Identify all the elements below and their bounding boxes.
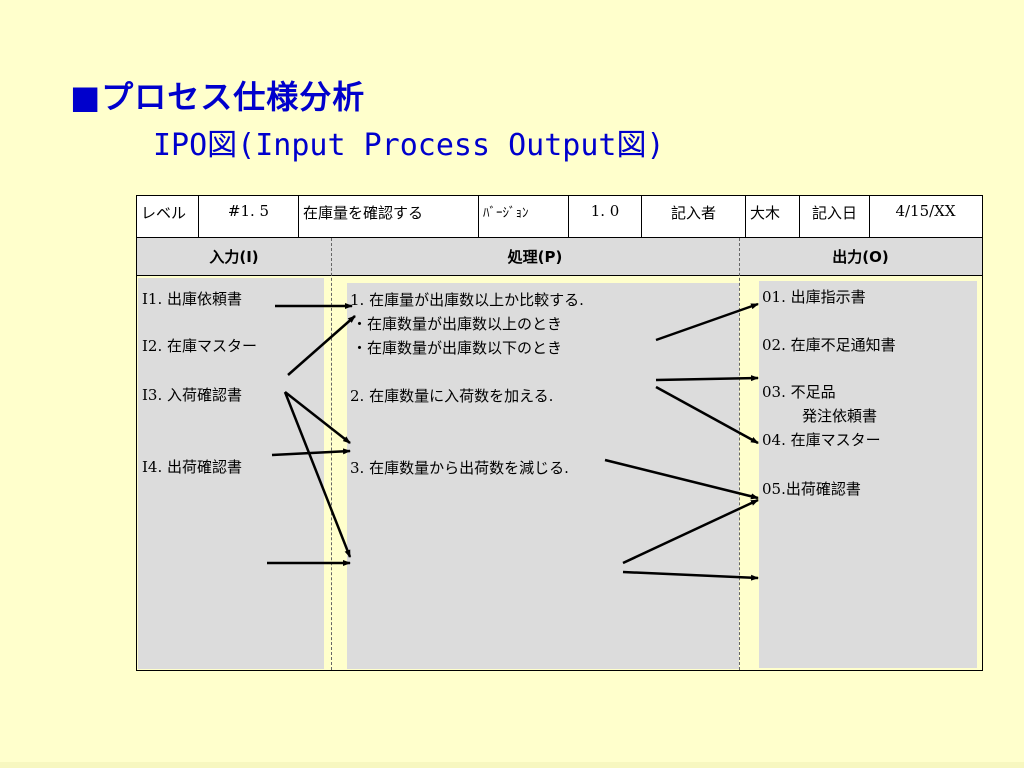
output-column-label: 出力(O) [832, 248, 889, 266]
version-value: 1. 0 [569, 196, 642, 237]
date-value: 4/15/XX [895, 202, 956, 220]
input-item-i1: I1. 出庫依頼書 [142, 290, 243, 308]
input-item-i2: I2. 在庫マスター [142, 337, 258, 355]
process-item-3: 3. 在庫数量から出荷数を減じる. [350, 459, 569, 477]
process-item-2: 2. 在庫数量に入荷数を加える. [350, 387, 554, 405]
process-item-1b: ・在庫数量が出庫数以下のとき [352, 339, 563, 357]
output-column-panel [759, 281, 977, 668]
input-column-label: 入力(I) [209, 248, 259, 266]
output-item-o3-continued: 発注依頼書 [802, 407, 878, 425]
level-label: レベル [137, 196, 199, 237]
page-subtitle: IPO図(Input Process Output図) [153, 128, 665, 163]
process-item-1: 1. 在庫量が出庫数以上か比較する. [350, 291, 584, 309]
version-label: ﾊﾞｰｼﾞｮﾝ [479, 196, 569, 237]
process-column-label: 処理(P) [507, 248, 563, 266]
bottom-strip [0, 762, 1024, 768]
level-value: #1. 5 [199, 196, 299, 237]
output-item-o1: 01. 出庫指示書 [762, 288, 866, 306]
author-label: 記入者 [642, 196, 746, 237]
process-output-separator [739, 238, 740, 670]
page-title: ■プロセス仕様分析 [70, 78, 366, 116]
output-item-o3: 03. 不足品 [762, 383, 836, 401]
column-label-row: 入力(I) 処理(P) 出力(O) [137, 238, 982, 276]
output-item-o2: 02. 在庫不足通知書 [762, 336, 896, 354]
output-item-o4: 04. 在庫マスター [762, 431, 881, 449]
author-value: 大木 [746, 196, 800, 237]
output-item-o5: 05.出荷確認書 [762, 480, 861, 498]
date-label: 記入日 [800, 196, 870, 237]
process-item-1a: ・在庫数量が出庫数以上のとき [352, 315, 563, 333]
input-item-i4: I4. 出荷確認書 [142, 458, 243, 476]
header-row: レベル #1. 5 在庫量を確認する ﾊﾞｰｼﾞｮﾝ 1. 0 記入者 大木 記… [137, 196, 982, 238]
input-item-i3: I3. 入荷確認書 [142, 386, 243, 404]
process-name: 在庫量を確認する [299, 196, 479, 237]
input-process-separator [331, 238, 332, 670]
